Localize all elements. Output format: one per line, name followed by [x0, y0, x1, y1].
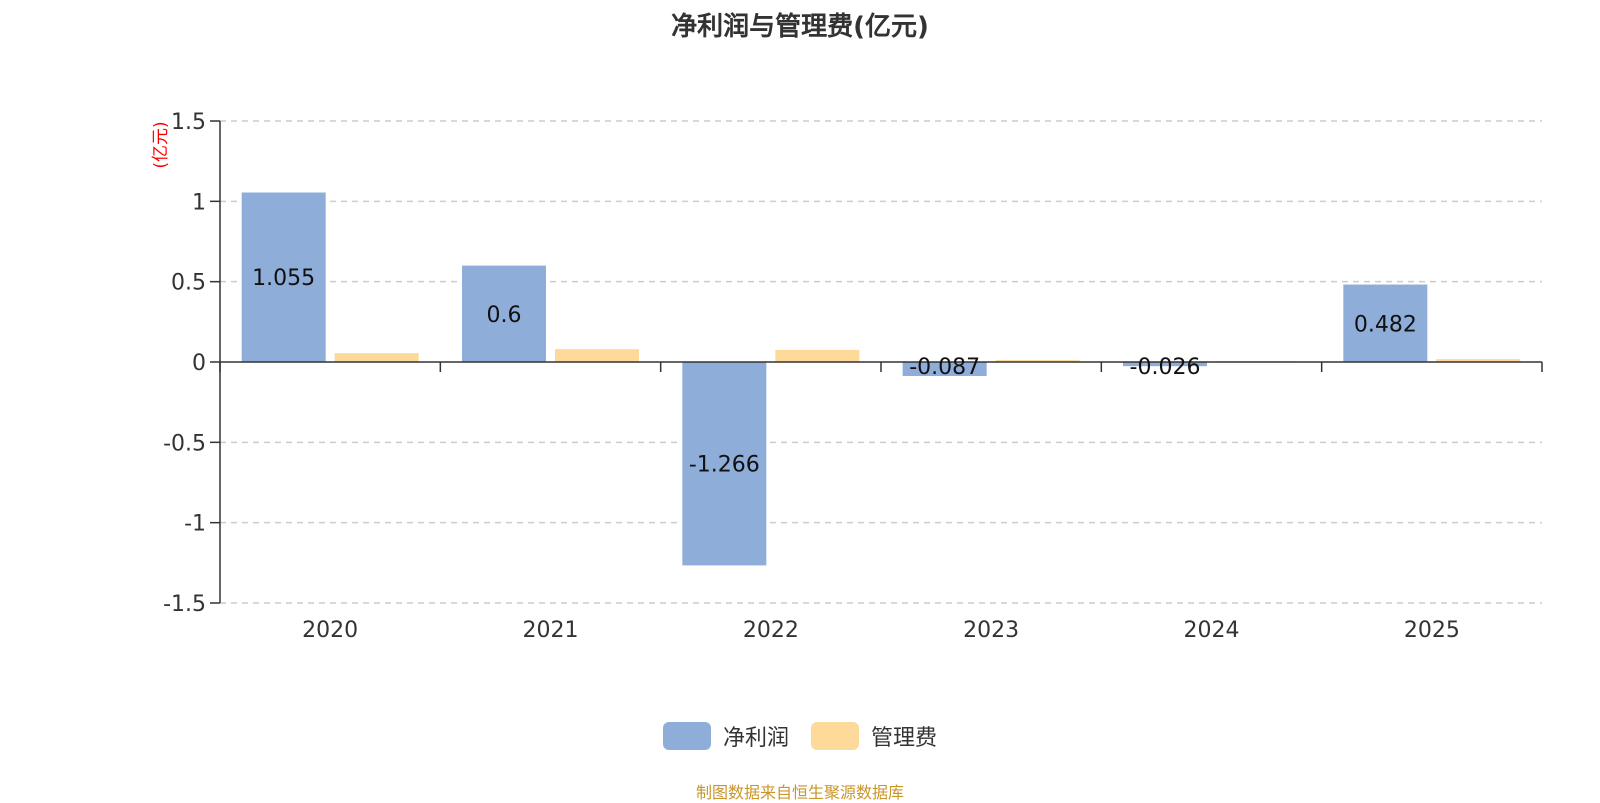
legend-label-net-profit: 净利润: [722, 726, 789, 751]
legend: 净利润 管理费: [0, 720, 1600, 752]
grid-lines: [220, 120, 1542, 604]
bar-data-label: 0.6: [487, 303, 522, 328]
legend-item-net-profit[interactable]: 净利润: [662, 720, 789, 752]
chart-plot: 1.5 1 0.5 0 -0.5 -1 -1.5 (亿元) 2020 2021 2022 2023 20…: [151, 110, 1543, 643]
bar-admin-expense[interactable]: [775, 349, 860, 362]
data-labels: 1.055 0.6 -1.266 -0.087 -0.026 0.482: [252, 266, 1417, 477]
bar-net-profit[interactable]: [1343, 284, 1428, 362]
legend-item-admin-expense[interactable]: 管理费: [811, 720, 937, 752]
x-tick-label: 2025: [1404, 618, 1460, 643]
y-tick-label: 0.5: [171, 271, 206, 296]
bars: [241, 192, 1521, 566]
y-tick-label: -1.5: [163, 592, 206, 617]
bar-data-label: 0.482: [1354, 312, 1417, 337]
x-tick-label: 2023: [963, 618, 1019, 643]
x-tick-label: 2024: [1184, 618, 1240, 643]
y-tick-label: 1: [192, 190, 206, 215]
y-tick-label: -1: [184, 512, 206, 537]
bar-net-profit[interactable]: [902, 362, 987, 376]
bar-admin-expense[interactable]: [995, 360, 1080, 362]
x-tick-label: 2022: [743, 618, 799, 643]
bar-net-profit[interactable]: [241, 192, 326, 362]
chart-title: 净利润与管理费(亿元): [671, 12, 929, 42]
legend-label-admin-expense: 管理费: [871, 726, 938, 751]
bar-admin-expense[interactable]: [1436, 359, 1521, 362]
bar-data-label: 1.055: [252, 266, 315, 291]
bar-data-label: -1.266: [689, 453, 760, 478]
x-tick-label: 2021: [523, 618, 579, 643]
bar-admin-expense[interactable]: [334, 353, 419, 362]
y-tick-label: -0.5: [163, 431, 206, 456]
y-axis-unit-label: (亿元): [151, 121, 171, 168]
bar-data-label: -0.026: [1130, 355, 1201, 380]
legend-swatch-net-profit: [662, 722, 711, 750]
y-tick-label: 0: [192, 351, 206, 376]
legend-swatch-admin-expense: [811, 722, 859, 750]
source-note: 制图数据来自恒生聚源数据库: [695, 783, 904, 802]
bar-net-profit[interactable]: [1123, 362, 1207, 367]
bar-net-profit[interactable]: [682, 362, 767, 566]
axes: 1.5 1 0.5 0 -0.5 -1 -1.5 (亿元) 2020 2021 2022 2023 20…: [151, 110, 1543, 643]
bar-net-profit[interactable]: [462, 265, 546, 362]
x-tick-label: 2020: [302, 618, 358, 643]
y-tick-label: 1.5: [171, 110, 206, 135]
bar-data-label: -0.087: [909, 355, 980, 380]
bar-admin-expense[interactable]: [555, 349, 639, 362]
